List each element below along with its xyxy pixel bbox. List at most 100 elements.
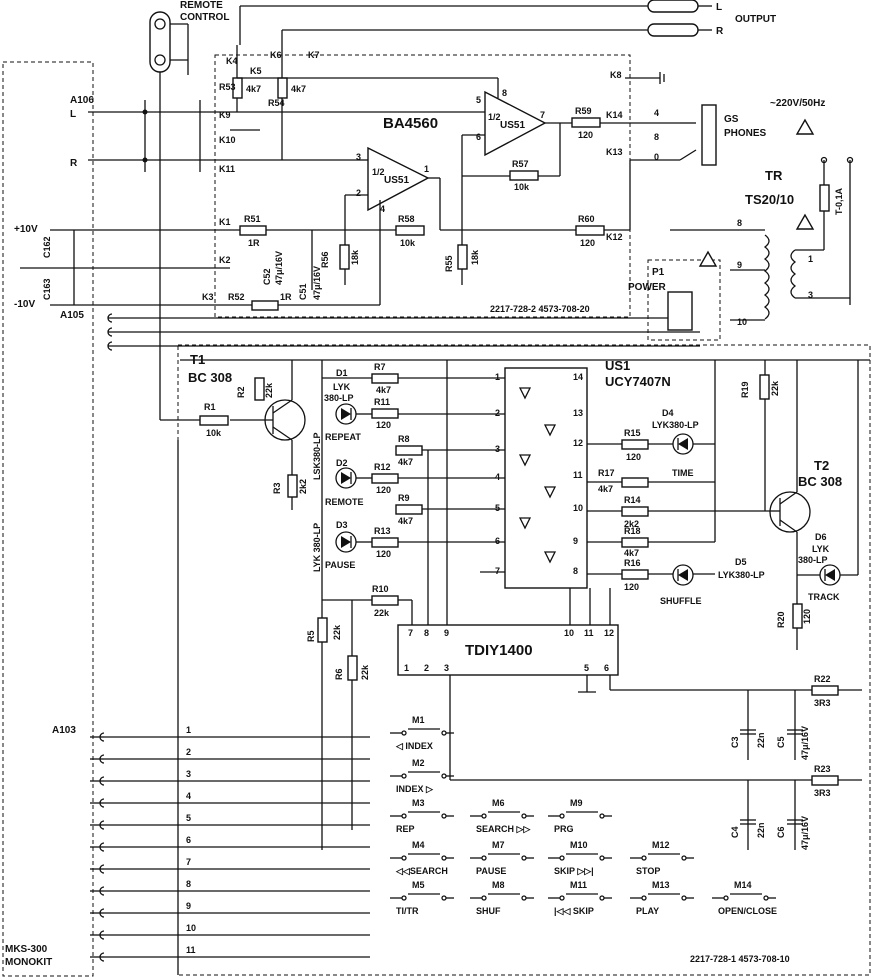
a106-l-label: L <box>70 109 76 120</box>
svg-text:R11: R11 <box>374 397 390 407</box>
connector-pin-label: 6 <box>186 835 191 845</box>
r17 <box>621 477 649 488</box>
svg-text:D6: D6 <box>815 532 827 542</box>
svg-text:4k7: 4k7 <box>598 484 613 494</box>
r3 <box>287 474 298 498</box>
svg-text:4k7: 4k7 <box>398 457 413 467</box>
svg-text:R23: R23 <box>814 764 831 774</box>
svg-text:120: 120 <box>626 452 641 462</box>
svg-text:7: 7 <box>540 110 545 120</box>
connector-pin-label: 2 <box>186 747 191 757</box>
tdiy-bottom-pins: 1 2 3 5 6 <box>404 663 609 673</box>
connector-pin-label: 4 <box>186 791 191 801</box>
svg-text:4: 4 <box>654 108 659 118</box>
svg-text:C163: C163 <box>42 278 52 300</box>
svg-text:22k: 22k <box>374 608 390 618</box>
switch-id-label: M9 <box>570 798 583 808</box>
svg-text:R22: R22 <box>814 674 831 684</box>
svg-text:R19: R19 <box>740 381 750 398</box>
svg-text:R55: R55 <box>444 255 454 272</box>
switch-id-label: M14 <box>734 880 752 890</box>
svg-text:12: 12 <box>573 438 583 448</box>
svg-text:R58: R58 <box>398 214 415 224</box>
svg-text:120: 120 <box>624 582 639 592</box>
svg-text:47μ/16V: 47μ/16V <box>800 816 810 850</box>
switch-m4: M4◁◁SEARCH <box>390 840 454 876</box>
r6 <box>347 655 358 681</box>
svg-text:2: 2 <box>495 408 500 418</box>
svg-text:1: 1 <box>404 663 409 673</box>
led-d2 <box>335 467 357 489</box>
svg-text:10: 10 <box>737 317 747 327</box>
led-d6 <box>819 564 841 586</box>
connector-pin-label: 3 <box>186 769 191 779</box>
r9 <box>395 504 423 515</box>
switch-name-label: PRG <box>554 824 574 834</box>
k10-label: K10 <box>219 135 236 145</box>
k2-label: K2 <box>219 255 231 265</box>
switch-m11: M11|◁◁ SKIP <box>548 880 612 916</box>
r58 <box>395 225 425 236</box>
k1-label: K1 <box>219 217 231 227</box>
svg-text:7: 7 <box>408 628 413 638</box>
warning-triangle-icon <box>698 250 718 267</box>
svg-text:R17: R17 <box>598 468 615 478</box>
svg-text:3: 3 <box>444 663 449 673</box>
tdiy-chip <box>397 624 619 676</box>
switch-id-label: M3 <box>412 798 425 808</box>
svg-text:1R: 1R <box>248 238 260 248</box>
r22 <box>811 685 839 696</box>
svg-text:8: 8 <box>654 132 659 142</box>
opamp-lower: 1/2 US51 <box>367 146 430 212</box>
k7-label: K7 <box>308 50 320 60</box>
svg-text:5: 5 <box>476 95 481 105</box>
svg-text:R10: R10 <box>372 584 389 594</box>
switch-id-label: M5 <box>412 880 425 890</box>
connector-pin-label: 5 <box>186 813 191 823</box>
svg-text:6: 6 <box>604 663 609 673</box>
svg-text:9: 9 <box>444 628 449 638</box>
led-d2-name: REMOTE <box>325 497 364 507</box>
switch-name-label: SKIP ▷▷| <box>554 866 594 876</box>
svg-text:10k: 10k <box>400 238 416 248</box>
svg-text:R1: R1 <box>204 402 216 412</box>
svg-text:R9: R9 <box>398 493 410 503</box>
svg-text:22k: 22k <box>332 624 342 640</box>
k12-label: K12 <box>606 232 623 242</box>
svg-text:3: 3 <box>356 152 361 162</box>
svg-text:R51: R51 <box>244 214 261 224</box>
svg-text:LYK380-LP: LYK380-LP <box>798 544 830 565</box>
k6-label: K6 <box>270 50 282 60</box>
switch-name-label: ◁◁SEARCH <box>395 866 448 876</box>
svg-text:C6: C6 <box>776 826 786 838</box>
svg-text:10k: 10k <box>514 182 530 192</box>
svg-text:R6: R6 <box>334 668 344 680</box>
svg-text:R8: R8 <box>398 434 410 444</box>
r57 <box>509 170 539 181</box>
svg-text:9: 9 <box>573 536 578 546</box>
board-top-code: 2217-728-2 4573-708-20 <box>490 304 590 314</box>
switch-name-label: PAUSE <box>476 866 506 876</box>
r60 <box>575 225 605 236</box>
switch-id-label: M2 <box>412 758 425 768</box>
t2-label: T2 <box>814 458 829 473</box>
svg-text:R7: R7 <box>374 362 386 372</box>
svg-text:4k7: 4k7 <box>624 548 639 558</box>
a106-label: A106 <box>70 95 94 106</box>
switch-name-label: OPEN/CLOSE <box>718 906 777 916</box>
us1-chip <box>504 367 588 589</box>
led-d1 <box>335 403 357 425</box>
k14-label: K14 <box>606 110 623 120</box>
svg-text:R20: R20 <box>776 611 786 628</box>
svg-text:12: 12 <box>604 628 614 638</box>
svg-text:D3: D3 <box>336 520 348 530</box>
r51 <box>239 225 267 236</box>
connector-pin-label: 7 <box>186 857 191 867</box>
svg-text:D5: D5 <box>735 557 747 567</box>
connector-pin-label: 9 <box>186 901 191 911</box>
